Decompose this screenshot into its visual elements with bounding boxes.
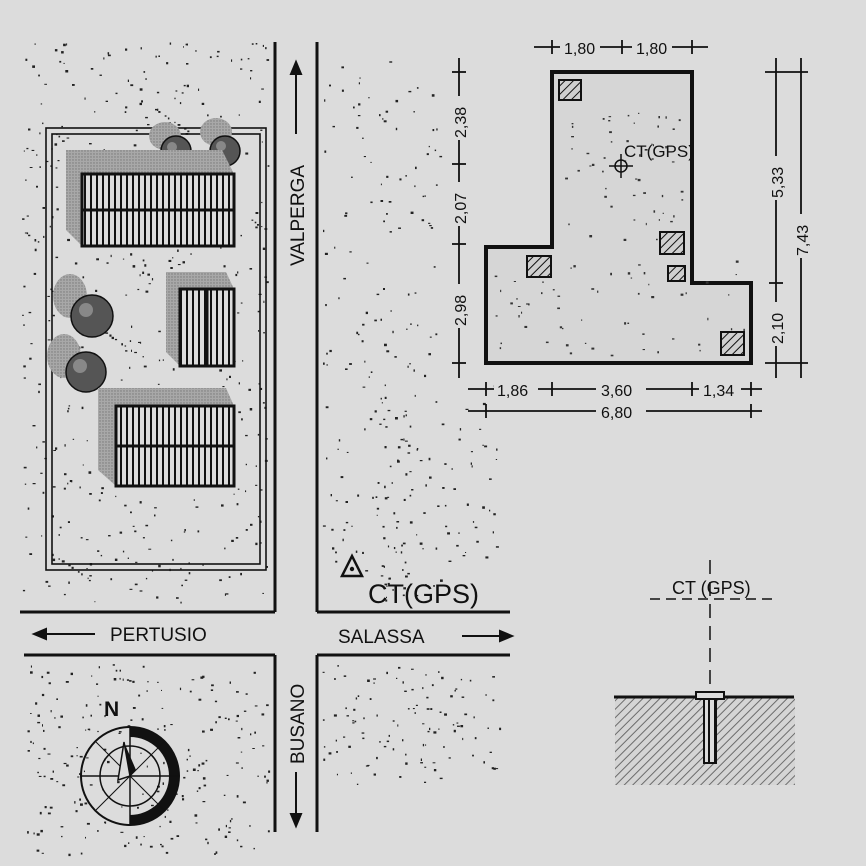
north-letter: N bbox=[104, 698, 119, 721]
dim-bottom-left: 1,86 bbox=[497, 383, 528, 400]
dim-right-lower: 2,10 bbox=[770, 313, 787, 344]
dim-left-mid: 2,07 bbox=[453, 193, 470, 224]
dim-top-right: 1,80 bbox=[636, 41, 667, 58]
benchmark-section-detail bbox=[614, 560, 795, 785]
dim-top-left: 1,80 bbox=[564, 41, 595, 58]
building-north bbox=[66, 150, 236, 248]
dim-bottom-mid: 3,60 bbox=[601, 383, 632, 400]
building-middle bbox=[166, 272, 236, 368]
building-south bbox=[98, 388, 236, 488]
compass-rose-icon: N bbox=[80, 698, 180, 826]
street-name-pertusio: PERTUSIO bbox=[110, 625, 207, 646]
dimension-labels: 1,80 1,80 2,38 2,07 2,98 5,33 7,43 2,10 … bbox=[449, 36, 812, 422]
footprint-plan bbox=[484, 70, 753, 365]
gps-triangle-icon bbox=[339, 553, 365, 578]
dim-left-top: 2,38 bbox=[453, 107, 470, 138]
dim-right-total: 7,43 bbox=[795, 225, 812, 256]
street-name-valperga: VALPERGA bbox=[288, 165, 309, 266]
dim-right-upper: 5,33 bbox=[770, 167, 787, 198]
section-label: CT (GPS) bbox=[672, 578, 751, 598]
street-name-salassa: SALASSA bbox=[338, 627, 425, 648]
gps-marker-label: CT(GPS) bbox=[368, 579, 479, 609]
road-lines bbox=[20, 42, 510, 832]
arrow-icon bbox=[31, 59, 515, 829]
crosshair-icon bbox=[609, 154, 633, 178]
dim-left-bottom: 2,98 bbox=[453, 295, 470, 326]
plan-point-label: CT(GPS) bbox=[624, 142, 694, 161]
street-name-busano: BUSANO bbox=[288, 684, 309, 764]
dim-bottom-total: 6,80 bbox=[601, 405, 632, 422]
dim-bottom-right: 1,34 bbox=[703, 383, 734, 400]
